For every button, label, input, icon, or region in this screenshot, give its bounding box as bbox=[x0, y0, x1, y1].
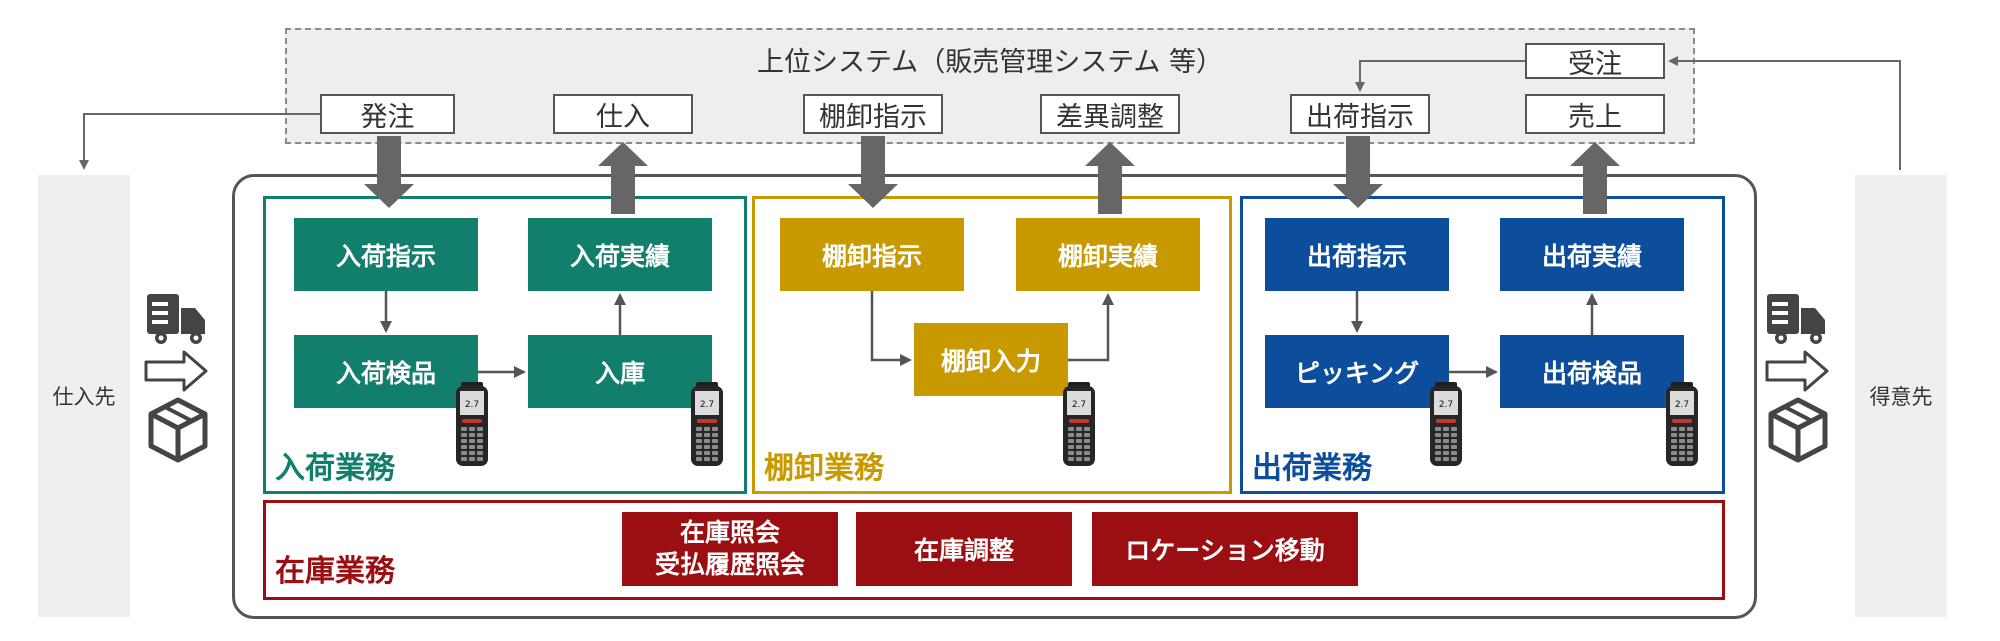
scanner-screen-text: 2.7 bbox=[700, 400, 714, 410]
difference-adjust-box: 差異調整 bbox=[1040, 94, 1180, 134]
shipping-results-step: 出荷実績 bbox=[1500, 218, 1684, 291]
inbound-instruction-step: 入荷指示 bbox=[294, 218, 478, 291]
received-order-to-shipping-line bbox=[1355, 60, 1525, 92]
handheld-scanner-icon: 2.7 bbox=[691, 382, 723, 466]
sales-box: 売上 bbox=[1525, 94, 1665, 134]
purchase-box: 仕入 bbox=[553, 94, 693, 134]
handheld-scanner-icon: 2.7 bbox=[1430, 382, 1462, 466]
handheld-scanner-icon: 2.7 bbox=[1666, 382, 1698, 466]
picking-step: ピッキング bbox=[1265, 335, 1449, 408]
stock-adjust-step: 在庫調整 bbox=[856, 512, 1072, 586]
scanner-screen-text: 2.7 bbox=[1439, 400, 1453, 410]
warehousing-step: 入庫 bbox=[528, 335, 712, 408]
scanner-screen-text: 2.7 bbox=[465, 400, 479, 410]
inventory-instruction-box: 棚卸指示 bbox=[803, 94, 943, 134]
inbound-results-step: 入荷実績 bbox=[528, 218, 712, 291]
arrow-up-adjust bbox=[1085, 142, 1135, 214]
inbound-section-label: 入荷業務 bbox=[275, 451, 395, 486]
flow-arrows bbox=[380, 291, 1598, 378]
left-truck-icon bbox=[147, 294, 205, 344]
handheld-scanner-icon: 2.7 bbox=[456, 382, 488, 466]
upper-system-panel bbox=[285, 28, 1695, 144]
outbound-section-label: 出荷業務 bbox=[1252, 451, 1372, 486]
arrow-down-inventory bbox=[848, 136, 898, 208]
scanner-screen-text: 2.7 bbox=[1072, 400, 1086, 410]
transaction-history-label: 受払履歴照会 bbox=[654, 550, 805, 579]
shipping-instruction-box: 出荷指示 bbox=[1290, 94, 1430, 134]
shipping-instruction-step: 出荷指示 bbox=[1265, 218, 1449, 291]
supplier-label: 仕入先 bbox=[52, 385, 116, 409]
supplier-column: 仕入先 bbox=[38, 175, 130, 617]
right-arrow-right-icon bbox=[1765, 350, 1829, 392]
left-arrow-right-icon bbox=[144, 350, 208, 392]
arrow-up-purchase bbox=[598, 142, 648, 214]
outbound-section bbox=[1240, 196, 1725, 494]
upper-system-title: 上位システム（販売管理システム 等） bbox=[757, 47, 1223, 78]
inventory-instruction-step: 棚卸指示 bbox=[780, 218, 964, 291]
scanner-screen-text: 2.7 bbox=[1675, 400, 1689, 410]
inventory-input-step: 棚卸入力 bbox=[914, 323, 1068, 396]
stock-inquiry-label: 在庫照会 bbox=[679, 518, 780, 547]
inbound-inspection-step: 入荷検品 bbox=[294, 335, 478, 408]
stock-inquiry-step: 在庫照会 受払履歴照会 bbox=[622, 512, 838, 586]
warehouse-frame bbox=[232, 174, 1757, 619]
received-order-box: 受注 bbox=[1525, 43, 1665, 80]
handheld-scanner-icon: 2.7 bbox=[1063, 382, 1095, 466]
inventory-results-step: 棚卸実績 bbox=[1016, 218, 1200, 291]
thick-arrows bbox=[364, 136, 1620, 214]
customer-column: 得意先 bbox=[1855, 175, 1947, 617]
arrow-down-order bbox=[364, 136, 414, 208]
right-truck-icon bbox=[1767, 294, 1825, 344]
order-box: 発注 bbox=[320, 94, 455, 134]
shipping-inspection-step: 出荷検品 bbox=[1500, 335, 1684, 408]
location-move-step: ロケーション移動 bbox=[1092, 512, 1358, 586]
customer-to-received-order-line bbox=[1668, 56, 1901, 170]
inventory-section bbox=[752, 196, 1232, 494]
arrow-down-shipping bbox=[1333, 136, 1383, 208]
order-to-supplier-line bbox=[79, 113, 320, 170]
right-package-box-icon bbox=[1768, 397, 1828, 463]
inventory-section-label: 棚卸業務 bbox=[764, 451, 884, 486]
stock-section-label: 在庫業務 bbox=[275, 554, 395, 589]
customer-label: 得意先 bbox=[1869, 385, 1933, 409]
arrow-up-sales bbox=[1570, 142, 1620, 214]
inbound-section bbox=[263, 196, 747, 494]
stock-section bbox=[263, 500, 1725, 600]
left-package-box-icon bbox=[148, 397, 208, 463]
